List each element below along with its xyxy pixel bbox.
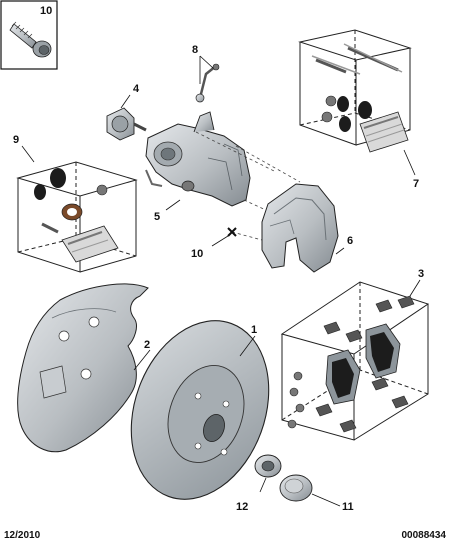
bolt-inset-box — [0, 0, 58, 70]
callout-7: 7 — [413, 178, 419, 190]
caliper-bracket-6 — [261, 183, 339, 273]
callout-12: 12 — [236, 501, 248, 513]
callout-8: 8 — [192, 44, 198, 56]
callout-4: 4 — [133, 83, 140, 95]
callout-2: 2 — [144, 339, 150, 351]
callout-10-top: 10 — [40, 5, 52, 17]
callout-5: 5 — [154, 211, 160, 223]
bolt-position-cross-icon — [227, 227, 237, 237]
actuator-4 — [106, 107, 147, 141]
bleed-screw-8 — [195, 63, 220, 103]
footer-date: 12/2010 — [4, 530, 41, 541]
caliper-bolt-icon — [9, 21, 52, 58]
kit-box-9 — [16, 161, 138, 273]
footer-reference: 00088434 — [401, 530, 447, 541]
callout-6: 6 — [347, 235, 353, 247]
kit-7-instruction-card — [359, 111, 409, 153]
callout-11: 11 — [342, 501, 354, 513]
kit-3-pads — [287, 295, 415, 433]
callout-1: 1 — [251, 324, 257, 336]
brake-disc-1 — [130, 320, 270, 500]
caliper-5 — [145, 111, 251, 207]
dust-shield-2 — [17, 283, 149, 453]
hub-cap-11 — [279, 474, 313, 502]
assembly-guide-lines — [195, 131, 301, 241]
kit-7-pins — [311, 43, 403, 132]
callout-9: 9 — [13, 134, 19, 146]
kit-9-parts — [34, 168, 119, 263]
callout-10-mid: 10 — [191, 248, 203, 260]
hub-bearing-12 — [254, 454, 282, 478]
callout-3: 3 — [418, 268, 424, 280]
